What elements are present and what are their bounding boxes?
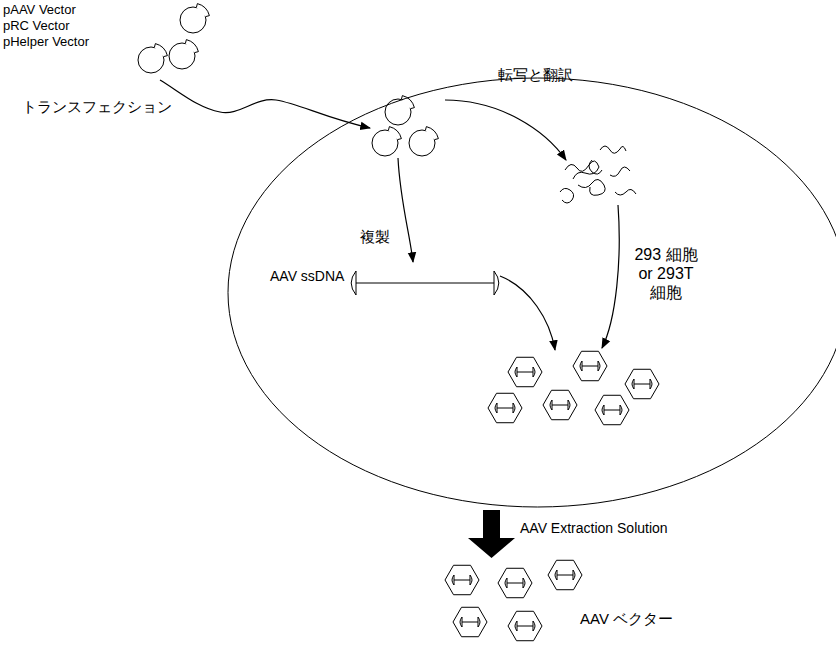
capsid: [508, 357, 542, 386]
itr-hairpin: [632, 379, 634, 389]
process-arrow: [445, 100, 566, 160]
itr-hairpin: [460, 617, 462, 627]
itr-hairpin: [351, 271, 356, 295]
text-label: 複製: [360, 228, 390, 246]
aav-ssdna: [351, 271, 499, 295]
capsid: [595, 395, 629, 424]
capsid: [488, 393, 522, 422]
itr-hairpin: [515, 621, 517, 631]
dna-strand: [552, 405, 568, 406]
aav-particle: [488, 393, 522, 422]
plasmid-insert: [154, 44, 167, 57]
text-label: AAV Extraction Solution: [520, 520, 668, 537]
itr-hairpin: [620, 405, 622, 415]
dna-strand: [517, 626, 533, 627]
capsid: [498, 568, 532, 597]
capsid: [573, 351, 607, 380]
itr-hairpin: [515, 367, 517, 377]
text-label: トランスフェクション: [22, 98, 172, 116]
itr-hairpin: [494, 271, 499, 295]
cell-membrane: [228, 78, 836, 507]
itr-hairpin: [650, 379, 652, 389]
text-label: AAV ssDNA: [270, 268, 344, 285]
itr-hairpin: [478, 617, 480, 627]
dna-strand: [454, 580, 470, 581]
itr-hairpin: [533, 621, 535, 631]
text-label: pHelper Vector: [3, 34, 89, 50]
plasmid-insert: [388, 127, 401, 140]
itr-hairpin: [550, 400, 552, 410]
text-label: AAV ベクター: [580, 610, 673, 628]
capsid: [508, 611, 542, 640]
process-arrow: [160, 80, 370, 128]
plasmid-insert: [185, 40, 198, 53]
plasmid: [409, 127, 438, 156]
dna-strand: [604, 410, 620, 411]
itr-hairpin: [598, 361, 600, 371]
aav-particle: [445, 565, 479, 594]
capsid: [548, 560, 582, 589]
aav-particle: [625, 369, 659, 398]
dna-strand: [356, 283, 494, 284]
plasmid: [372, 127, 401, 156]
dna-strand: [507, 583, 523, 584]
dna-strand: [497, 408, 513, 409]
plasmid: [138, 44, 167, 73]
protein-squiggle: [565, 161, 599, 179]
protein-squiggle: [610, 167, 630, 176]
dna-strand: [582, 366, 598, 367]
aav-particle: [543, 390, 577, 419]
capsid: [453, 607, 487, 636]
itr-hairpin: [513, 403, 515, 413]
capsid: [445, 565, 479, 594]
protein-squiggle: [600, 146, 626, 153]
process-arrow: [602, 205, 619, 348]
itr-hairpin: [452, 575, 454, 585]
aav-particle: [508, 357, 542, 386]
text-label: 転写と翻訳: [498, 66, 573, 84]
aav-particle: [595, 395, 629, 424]
aav-particle: [498, 568, 532, 597]
plasmid-insert: [196, 4, 209, 17]
plasmid: [180, 4, 209, 33]
process-arrow: [398, 158, 413, 262]
itr-hairpin: [505, 578, 507, 588]
itr-hairpin: [555, 570, 557, 580]
itr-hairpin: [495, 403, 497, 413]
itr-hairpin: [580, 361, 582, 371]
text-label: pAAV Vector: [3, 2, 76, 18]
aav-particle: [453, 607, 487, 636]
plasmid-insert: [425, 127, 438, 140]
itr-hairpin: [573, 570, 575, 580]
cell-label: 293 細胞 or 293T 細胞: [626, 245, 706, 303]
aav-particle: [573, 351, 607, 380]
capsid: [625, 369, 659, 398]
itr-hairpin: [533, 367, 535, 377]
aav-particle: [548, 560, 582, 589]
capsid: [543, 390, 577, 419]
aav-particle: [508, 611, 542, 640]
dna-strand: [634, 384, 650, 385]
dna-strand: [462, 622, 478, 623]
plasmid: [169, 40, 198, 69]
text-label: pRC Vector: [3, 18, 69, 34]
cell: 293 細胞 or 293T 細胞: [225, 75, 836, 510]
protein-squiggle: [615, 189, 636, 195]
itr-hairpin: [602, 405, 604, 415]
dna-strand: [557, 575, 573, 576]
itr-hairpin: [523, 578, 525, 588]
protein-squiggle: [578, 179, 605, 195]
protein-squiggle: [560, 188, 574, 203]
process-arrow: [500, 276, 555, 350]
dna-strand: [517, 372, 533, 373]
cell-outline: [225, 75, 836, 510]
block-arrow: [468, 510, 515, 558]
itr-hairpin: [470, 575, 472, 585]
proteins: [560, 146, 636, 203]
protein-squiggle: [589, 160, 602, 174]
itr-hairpin: [568, 400, 570, 410]
